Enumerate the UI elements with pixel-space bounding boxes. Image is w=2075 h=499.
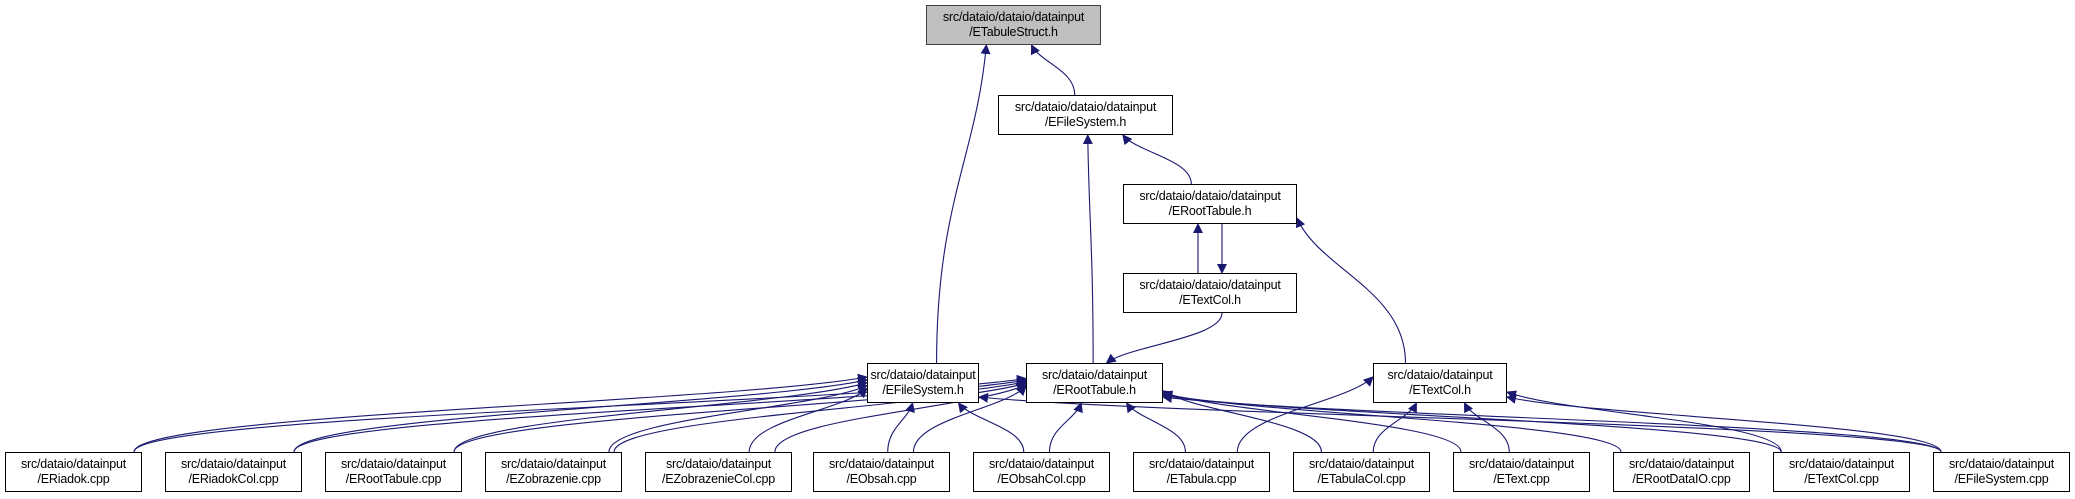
node-file: /ERootTabule.cpp [345,472,442,486]
node-file: /ERiadok.cpp [37,472,110,486]
node-file: /ERootTabule.h [1053,383,1136,397]
node-path: src/dataio/dataio/datainput [942,10,1085,24]
node-eriadokcol-cpp[interactable]: src/dataio/datainput /ERiadokCol.cpp [165,452,302,492]
node-ezobrazenie-cpp[interactable]: src/dataio/datainput /EZobrazenie.cpp [485,452,622,492]
edge-b2-to-n4 [453,380,868,453]
node-file: /EZobrazenie.cpp [506,472,601,486]
node-file: /ETextCol.h [1409,383,1471,397]
edge-n3-to-n5 [1105,312,1223,364]
node-ezobrazeniecol-cpp[interactable]: src/dataio/datainput /EZobrazenieCol.cpp [645,452,792,492]
node-eobsahcol-cpp[interactable]: src/dataio/datainput /EObsahCol.cpp [973,452,1110,492]
edge-b12-to-n4 [978,392,1942,453]
node-path: src/dataio/datainput [1308,457,1415,471]
node-path: src/dataio/datainput [1628,457,1735,471]
edge-b5-to-n4 [887,402,915,453]
edge-b7-to-n5 [1126,402,1186,453]
node-path: src/dataio/datainput [500,457,607,471]
edge-n5-to-n1 [1082,134,1094,364]
node-erootdataio-cpp[interactable]: src/dataio/datainput /ERootDataIO.cpp [1613,452,1750,492]
edge-b6-to-n5 [1048,402,1083,453]
edge-b11-to-n5 [1162,391,1782,453]
node-path: src/dataio/dataio/datainput [1139,189,1281,203]
node-path: src/dataio/datainput [988,457,1095,471]
node-file: /EFileSystem.cpp [1954,472,2049,486]
node-etabulacol-cpp[interactable]: src/dataio/datainput /ETabulaCol.cpp [1293,452,1430,492]
node-file: /ETabula.cpp [1166,472,1237,486]
node-file: /EZobrazenieCol.cpp [662,472,775,486]
node-etabula-cpp[interactable]: src/dataio/datainput /ETabula.cpp [1133,452,1270,492]
edge-n6-to-n2 [1295,217,1407,364]
node-path: src/dataio/datainput [828,457,935,471]
node-file: /EFileSystem.h [1044,115,1127,129]
node-file: /ETextCol.cpp [1804,472,1879,486]
edge-n2-to-n1 [1122,134,1192,185]
node-file: /ERiadokCol.cpp [188,472,279,486]
node-eriadok-cpp[interactable]: src/dataio/datainput /ERiadok.cpp [5,452,142,492]
node-file: /EObsah.cpp [846,472,917,486]
node-eroottabule-h[interactable]: src/dataio/datainput /ERootTabule.h [1026,363,1163,403]
edge-b7-to-n6 [1236,376,1374,453]
node-efilesystem-h[interactable]: src/dataio/datainput /EFileSystem.h [867,363,979,403]
node-efilesystem-h-dataio[interactable]: src/dataio/dataio/datainput /EFileSystem… [998,95,1173,135]
node-file: /EText.cpp [1493,472,1550,486]
node-file: /ERootDataIO.cpp [1632,472,1731,486]
node-path: src/dataio/datainput [1041,368,1148,382]
node-path: src/dataio/datainput [340,457,447,471]
node-eroottabule-h-dataio[interactable]: src/dataio/dataio/datainput /ERootTabule… [1123,184,1297,224]
node-etextcol-h[interactable]: src/dataio/datainput /ETextCol.h [1373,363,1507,403]
edge-b0-to-n4 [133,373,868,453]
edge-b8-to-n6 [1372,402,1417,453]
node-file: /EObsahCol.cpp [997,472,1086,486]
node-file: /ETextCol.h [1179,293,1241,307]
edge-b12-to-n5 [1162,393,1942,453]
node-path: src/dataio/dataio/datainput [1014,100,1157,114]
edge-b4-to-n4 [748,387,868,453]
node-path: src/dataio/dataio/datainput [1139,278,1281,292]
edge-b6-to-n4 [957,402,1025,453]
node-path: src/dataio/datainput [180,457,287,471]
edge-b11-to-n6 [1506,390,1782,453]
node-path: src/dataio/datainput [1387,368,1493,382]
edge-b8-to-n5 [1162,390,1322,453]
edge-n1-to-n0 [1031,44,1076,96]
edge-b9-to-n6 [1463,402,1510,453]
node-file: /ETabulaCol.cpp [1317,472,1406,486]
node-file: /ERootTabule.h [1168,204,1252,218]
node-efilesystem-cpp[interactable]: src/dataio/datainput /EFileSystem.cpp [1933,452,2070,492]
node-path: src/dataio/datainput [870,368,976,382]
edge-n4-to-n0 [936,44,991,364]
node-path: src/dataio/datainput [1948,457,2055,471]
edge-b1-to-n4 [293,376,868,453]
edge-b12-to-n6 [1506,394,1942,453]
node-file: /EFileSystem.h [882,383,964,397]
node-path: src/dataio/datainput [665,457,772,471]
node-etextcol-cpp[interactable]: src/dataio/datainput /ETextCol.cpp [1773,452,1910,492]
node-path: src/dataio/datainput [1468,457,1575,471]
node-path: src/dataio/datainput [20,457,127,471]
node-etabulestruct-h: src/dataio/dataio/datainput /ETabuleStru… [926,5,1101,45]
node-path: src/dataio/datainput [1148,457,1255,471]
node-eobsah-cpp[interactable]: src/dataio/datainput /EObsah.cpp [813,452,950,492]
node-eroottabule-cpp[interactable]: src/dataio/datainput /ERootTabule.cpp [325,452,462,492]
node-path: src/dataio/datainput [1788,457,1895,471]
node-etext-cpp[interactable]: src/dataio/datainput /EText.cpp [1453,452,1590,492]
node-file: /ETabuleStruct.h [969,25,1058,39]
node-etextcol-h-dataio[interactable]: src/dataio/dataio/datainput /ETextCol.h [1123,273,1297,313]
edge-b3-to-n4 [608,384,868,453]
